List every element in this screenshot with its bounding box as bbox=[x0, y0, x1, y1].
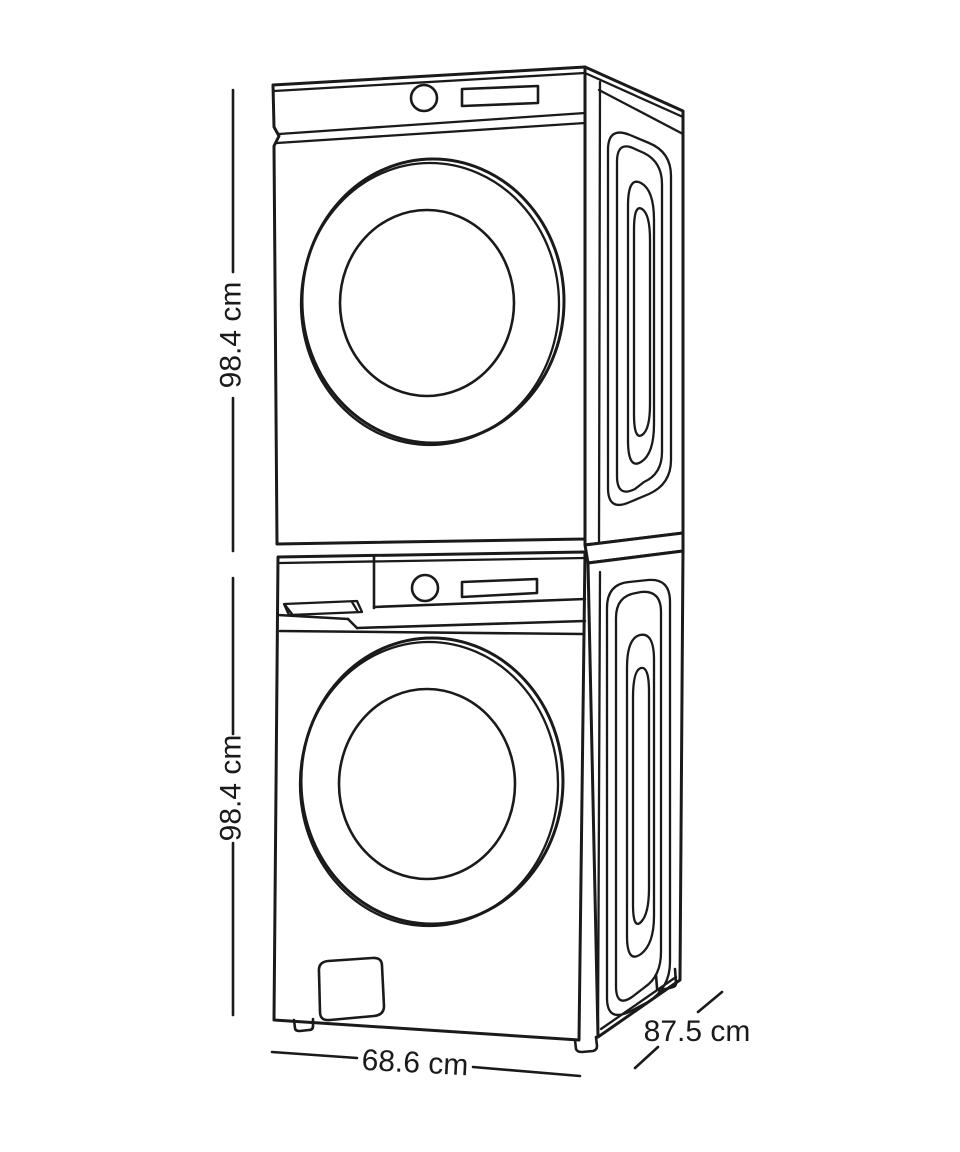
depth-dimension: 87.5 cm bbox=[633, 990, 751, 1070]
dryer-display bbox=[460, 84, 540, 108]
bottom-unit-washer bbox=[272, 549, 685, 1054]
top-unit-dryer bbox=[271, 65, 685, 547]
detergent-drawer-groove bbox=[282, 599, 364, 617]
washer-knob bbox=[410, 573, 440, 603]
washer-side-emboss-outer bbox=[605, 578, 672, 1017]
dryer-side-emboss-outer bbox=[606, 131, 673, 507]
dryer-door-window bbox=[338, 208, 516, 398]
washer-side-emboss-inner bbox=[631, 666, 651, 926]
dryer-knob bbox=[409, 83, 439, 113]
dryer-control-panel-ridge bbox=[277, 111, 587, 136]
washer-display bbox=[460, 577, 539, 599]
washer-left-foot bbox=[292, 1017, 315, 1033]
dimension-annotations: 98.4 cm 98.4 cm 68.6 cm 87.5 cm bbox=[215, 88, 751, 1083]
washer-filter-door bbox=[317, 956, 386, 1022]
bottom-unit-height-label: 98.4 cm bbox=[215, 735, 248, 842]
washer-right-foot bbox=[573, 1035, 599, 1054]
washer-back-foot bbox=[654, 967, 678, 992]
top-unit-height-label: 98.4 cm bbox=[215, 282, 248, 389]
top-unit-height-dimension: 98.4 cm bbox=[215, 88, 248, 553]
bottom-unit-height-dimension: 98.4 cm bbox=[215, 576, 248, 1017]
dryer-side-emboss-inner bbox=[632, 207, 652, 437]
width-dimension: 68.6 cm bbox=[270, 1044, 582, 1083]
washer-side-panel bbox=[586, 549, 685, 1039]
depth-label: 87.5 cm bbox=[644, 1015, 751, 1048]
width-label: 68.6 cm bbox=[361, 1044, 469, 1083]
washer-plinth-band bbox=[276, 613, 350, 621]
washer-door-window bbox=[337, 687, 517, 881]
